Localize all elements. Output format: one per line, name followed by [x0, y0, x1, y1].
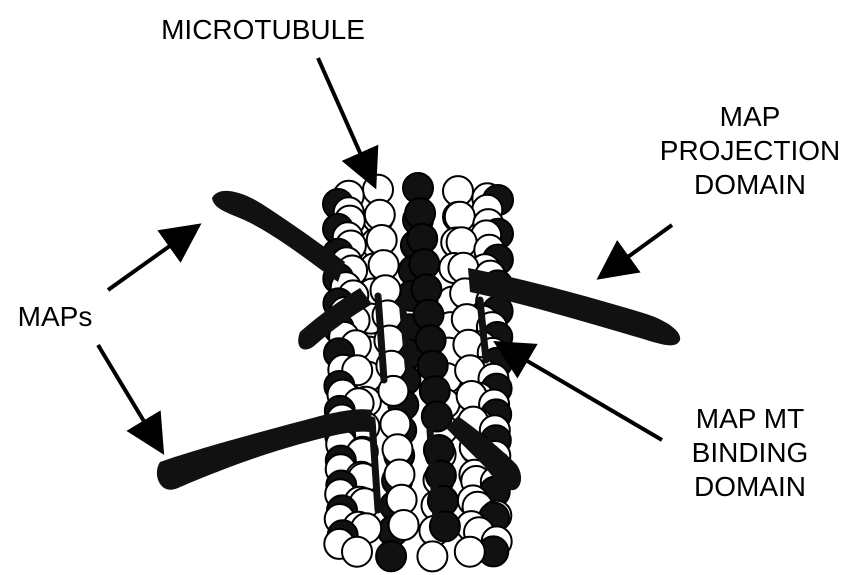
- arrow-binding-domain: [500, 345, 662, 440]
- label-microtubule: MICROTUBULE: [128, 13, 398, 47]
- arrow-maps-lower: [98, 345, 160, 448]
- tubulin-subunit-light: [342, 537, 372, 567]
- tubulin-subunit-light: [389, 510, 419, 540]
- tubulin-subunit-light: [455, 537, 485, 567]
- label-maps: MAPs: [0, 300, 110, 334]
- arrow-maps-upper: [108, 228, 195, 290]
- label-map-projection-domain: MAP PROJECTION DOMAIN: [640, 100, 860, 202]
- microtubule-cylinder: [323, 173, 513, 571]
- tubulin-subunit-dark: [376, 541, 406, 571]
- arrow-map-projection: [603, 225, 672, 275]
- label-map-mt-binding-domain: MAP MT BINDING DOMAIN: [640, 402, 860, 504]
- tubulin-subunit-light: [417, 541, 447, 571]
- arrow-microtubule: [318, 58, 373, 182]
